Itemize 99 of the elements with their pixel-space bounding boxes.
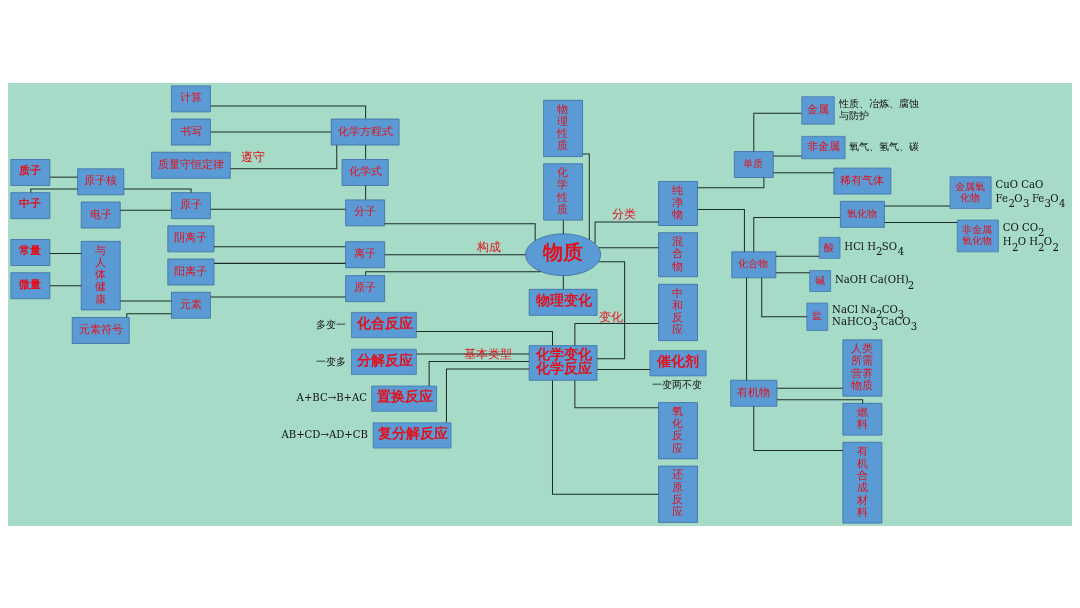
connector [123, 188, 192, 193]
node-box: 分子 [345, 198, 386, 226]
node-box: 质子 [10, 158, 51, 186]
connector [775, 271, 811, 273]
connector [746, 276, 748, 381]
connector [753, 216, 841, 252]
node-box: 中子 [10, 191, 51, 219]
connector [753, 405, 844, 451]
node-box: 混合物 [658, 231, 698, 277]
node-label: A+BC→B+AC [296, 391, 368, 403]
connector [753, 112, 803, 152]
node-box: 还原反应 [658, 465, 698, 523]
node-box: 化学方程式 [330, 118, 400, 145]
edge-label: 构成 [476, 239, 501, 254]
connector [229, 144, 338, 169]
connector [210, 295, 347, 297]
connector [775, 255, 820, 257]
node-label: 一变多 [316, 355, 347, 367]
node-box: 阳离子 [167, 258, 215, 285]
node-label: 多变一 [316, 318, 347, 330]
connector [49, 176, 78, 178]
node-box: 化合物 [731, 250, 777, 278]
connector [552, 379, 659, 495]
edge-label: 分类 [611, 206, 636, 221]
connector [883, 205, 951, 207]
node-box: 计算 [171, 84, 211, 112]
connector [776, 387, 844, 389]
connector [416, 353, 530, 355]
node-label: AB+CD→AD+CB [281, 428, 368, 440]
connector [365, 144, 367, 160]
node-box: 微量 [10, 271, 51, 299]
node-box: 元素 [171, 291, 211, 319]
connector [562, 274, 564, 290]
connector [119, 300, 172, 302]
node-label: CuO CaO [995, 178, 1044, 190]
connector [761, 276, 808, 317]
connector [562, 219, 564, 234]
connector [596, 368, 651, 370]
connector [213, 262, 346, 264]
connector [428, 360, 530, 386]
connector [776, 398, 864, 404]
node-label: 一变两不变 [652, 378, 703, 390]
connector [126, 312, 172, 318]
node-box: 有机物 [730, 379, 778, 407]
connector [772, 155, 803, 157]
node-box: 与人体健康 [80, 240, 121, 310]
edge-label: 变化 [599, 309, 624, 324]
connector [697, 176, 765, 188]
node-box: 氧化物 [839, 200, 885, 228]
connector [574, 379, 659, 408]
node-box: 物理变化 [528, 288, 598, 316]
connector [213, 245, 346, 247]
node-box: 化学性质 [543, 162, 583, 220]
node-box: 燃料 [842, 402, 883, 436]
connector [594, 220, 659, 244]
node-box: 物理性质 [543, 99, 583, 157]
node-box: 稀有气体 [833, 167, 892, 195]
node-box: 有机合成材料 [842, 441, 883, 524]
connector [582, 153, 590, 240]
node-box: 常量 [10, 238, 51, 266]
connector [445, 367, 530, 423]
connector [884, 221, 958, 223]
connector [210, 208, 347, 210]
node-ellipse: 物质 [525, 232, 602, 276]
node-box: 阴离子 [167, 224, 215, 252]
connector [365, 184, 367, 200]
node-box: 人类所需营养物质 [842, 338, 883, 397]
node-box: 单质 [733, 150, 774, 178]
node-box: 中和反应 [658, 283, 698, 341]
connector [30, 188, 78, 193]
connector [574, 322, 659, 346]
node-box: 元素符号 [71, 316, 130, 344]
edge-label: 基本类型 [464, 346, 513, 361]
node-box: 电子 [80, 201, 121, 228]
connector [598, 246, 659, 248]
connector [415, 330, 553, 346]
node-box: 化学变化 化学反应 [528, 344, 598, 381]
connector [210, 131, 332, 133]
connector [384, 253, 526, 255]
node-box: 原子 [345, 274, 386, 302]
node-box: 原子核 [77, 167, 125, 195]
connector [119, 209, 172, 211]
node-box: 纯净物 [658, 180, 698, 226]
node-box: 离子 [345, 240, 386, 268]
connector [49, 284, 82, 286]
node-label: 性质、冶炼、腐蚀与防护 [838, 97, 919, 121]
node-box: 氧化反应 [658, 401, 698, 459]
node-box: 质量守恒定律 [151, 151, 231, 179]
connector [49, 252, 82, 254]
connector [772, 171, 835, 173]
connector [697, 208, 745, 252]
connector [384, 222, 536, 241]
connector [365, 270, 542, 276]
node-box: 化学式 [341, 158, 389, 186]
node-box: 书写 [171, 118, 211, 145]
connector [596, 260, 626, 359]
node-box: 原子 [171, 191, 211, 219]
node-label: 氧气、氢气、碳 [849, 140, 920, 152]
edge-label: 遵守 [241, 149, 266, 164]
